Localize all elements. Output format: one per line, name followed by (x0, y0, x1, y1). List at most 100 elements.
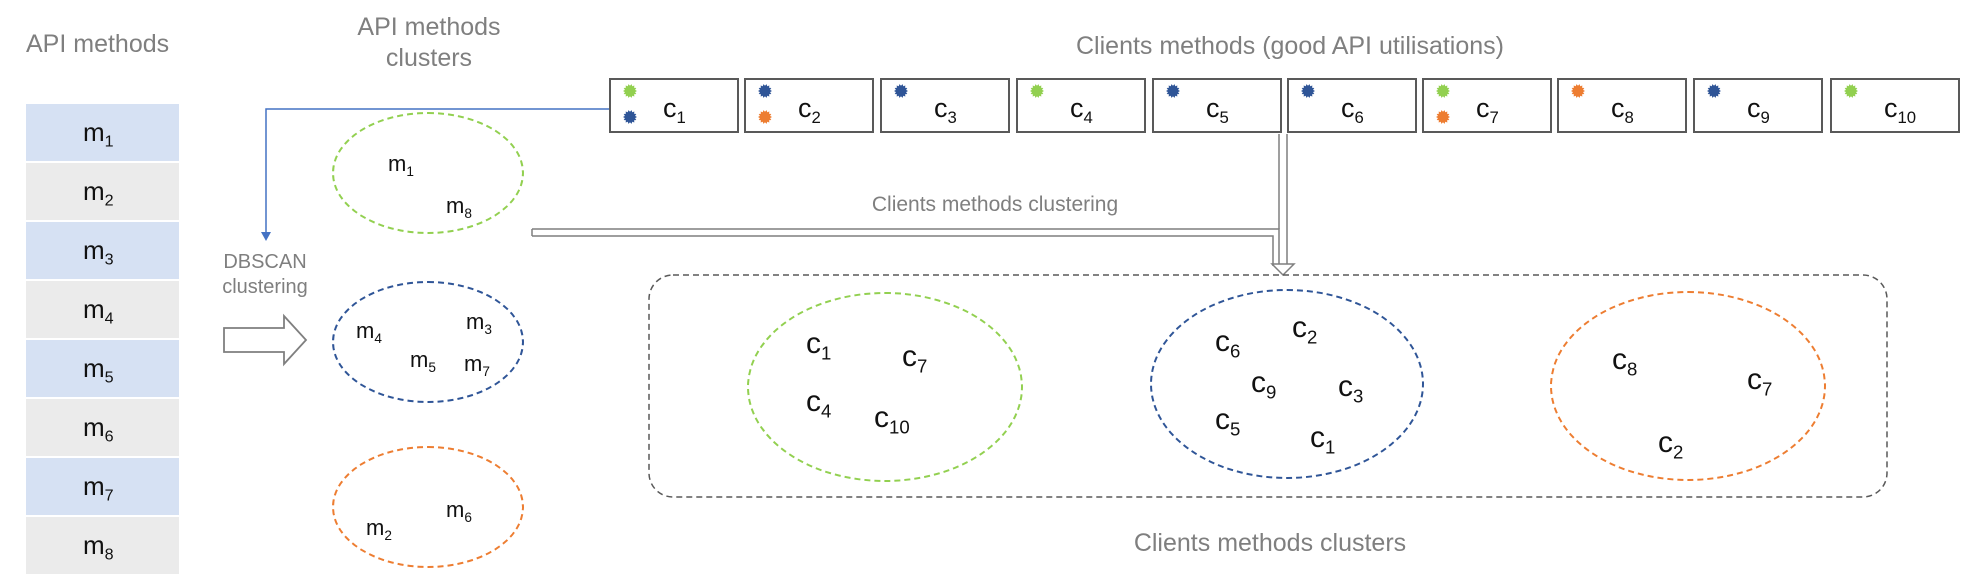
clustering-arrow-head (1270, 263, 1296, 277)
api-cluster-blue-item: m5 (410, 347, 436, 374)
client-method-label: c10 (1884, 93, 1916, 126)
cluster-dot-blue-icon (1707, 84, 1721, 98)
api-cluster-orange-item: m2 (366, 515, 392, 543)
api-method-row: m3 (26, 222, 179, 279)
api-method-label: m7 (83, 471, 114, 504)
label-subscript: 5 (1230, 418, 1241, 440)
label-base: c (1611, 93, 1625, 123)
label-subscript: 7 (1762, 378, 1773, 400)
label-base: m (464, 351, 483, 376)
label-base: m (83, 412, 105, 442)
client-method-label: c7 (1476, 93, 1499, 126)
api-cluster-orange-item: m6 (446, 497, 472, 524)
api-cluster-blue (332, 281, 524, 403)
label-subscript: 6 (1230, 340, 1241, 362)
label-base: c (1747, 363, 1762, 396)
client-method-box: c1 (609, 78, 739, 133)
label-base: c (1070, 93, 1084, 123)
client-method-box: c6 (1287, 78, 1417, 133)
cluster-dot-orange-icon (758, 110, 772, 124)
client-method-label: c2 (798, 93, 821, 126)
label-subscript: 5 (104, 368, 114, 387)
api-method-label: m8 (83, 530, 114, 563)
client-cluster-green (747, 292, 1023, 482)
label-subscript: 1 (406, 163, 414, 179)
label-subscript: 4 (821, 400, 832, 422)
api-method-label: m4 (83, 294, 114, 327)
client-cluster-blue-item: c2 (1292, 311, 1318, 348)
label-base: m (83, 176, 105, 206)
client-method-box: c10 (1830, 78, 1960, 133)
label-subscript: 2 (384, 527, 392, 543)
label-base: c (1310, 421, 1325, 454)
label-base: c (1338, 370, 1353, 403)
api-cluster-blue-item: m3 (466, 309, 492, 337)
client-method-label: c3 (934, 93, 957, 126)
cluster-dot-green-icon (1844, 84, 1858, 98)
clustering-step-label: Clients methods clustering (871, 193, 1119, 216)
api-methods-heading: API methods (26, 30, 170, 58)
api-method-label: m2 (83, 176, 114, 210)
dbscan-label: DBSCAN clustering (222, 251, 308, 298)
client-method-label: c8 (1611, 93, 1634, 126)
label-base: c (874, 401, 889, 434)
label-subscript: 6 (104, 427, 114, 446)
label-subscript: 6 (1354, 107, 1364, 127)
label-subscript: 2 (1307, 326, 1318, 348)
api-method-row: m7 (26, 458, 179, 515)
client-method-box: c9 (1693, 78, 1823, 133)
label-base: m (83, 294, 105, 324)
label-base: c (1215, 403, 1230, 436)
label-base: c (1215, 325, 1230, 358)
clients-clusters-heading: Clients methods clusters (1133, 529, 1407, 557)
api-method-label: m5 (83, 353, 114, 387)
api-method-row: m2 (26, 163, 179, 220)
label-base: c (1884, 93, 1898, 123)
label-subscript: 8 (464, 205, 472, 221)
api-cluster-blue-item: m4 (356, 318, 382, 345)
client-cluster-orange-item: c8 (1612, 343, 1638, 380)
label-base: m (83, 530, 105, 560)
api-cluster-green-item: m8 (446, 193, 472, 221)
client-cluster-blue (1150, 289, 1424, 479)
cluster-dot-orange-icon (1436, 110, 1450, 124)
label-subscript: 3 (484, 321, 492, 337)
label-base: c (806, 385, 821, 418)
clustering-arrow-horizontal-inner (532, 235, 1274, 266)
client-cluster-green-item: c10 (874, 401, 910, 436)
cluster-dot-blue-icon (758, 84, 772, 98)
client-cluster-green-item: c7 (902, 340, 927, 375)
client-method-label: c5 (1206, 93, 1229, 126)
client-method-label: c6 (1341, 93, 1364, 127)
label-subscript: 2 (1673, 441, 1684, 463)
client-cluster-green-item: c4 (806, 385, 832, 422)
label-subscript: 2 (104, 191, 114, 210)
label-base: m (83, 471, 105, 501)
client-cluster-blue-item: c1 (1310, 421, 1335, 456)
label-base: c (1612, 343, 1627, 376)
label-base: c (798, 93, 812, 123)
api-method-row: m6 (26, 399, 179, 456)
cluster-dot-green-icon (1436, 84, 1450, 98)
label-base: m (83, 353, 105, 383)
label-base: c (1206, 93, 1220, 123)
client-method-box: c2 (744, 78, 874, 133)
client-cluster-orange (1550, 291, 1826, 481)
client-cluster-blue-item: c6 (1215, 325, 1241, 362)
label-base: c (1341, 93, 1355, 123)
label-subscript: 1 (104, 132, 114, 151)
label-subscript: 7 (482, 363, 490, 379)
api-clusters-heading: API methods clusters (357, 13, 501, 73)
label-base: c (1476, 93, 1490, 123)
label-base: m (446, 497, 465, 522)
clustering-arrow-horizontal (532, 228, 1280, 266)
label-base: m (366, 515, 385, 540)
client-method-box: c4 (1016, 78, 1146, 133)
client-method-box: c3 (880, 78, 1010, 133)
client-cluster-blue-item: c3 (1338, 370, 1363, 405)
client-method-box: c8 (1557, 78, 1687, 133)
cluster-dot-blue-icon (623, 110, 637, 124)
label-subscript: 8 (1627, 358, 1638, 380)
api-method-row: m4 (26, 281, 179, 338)
